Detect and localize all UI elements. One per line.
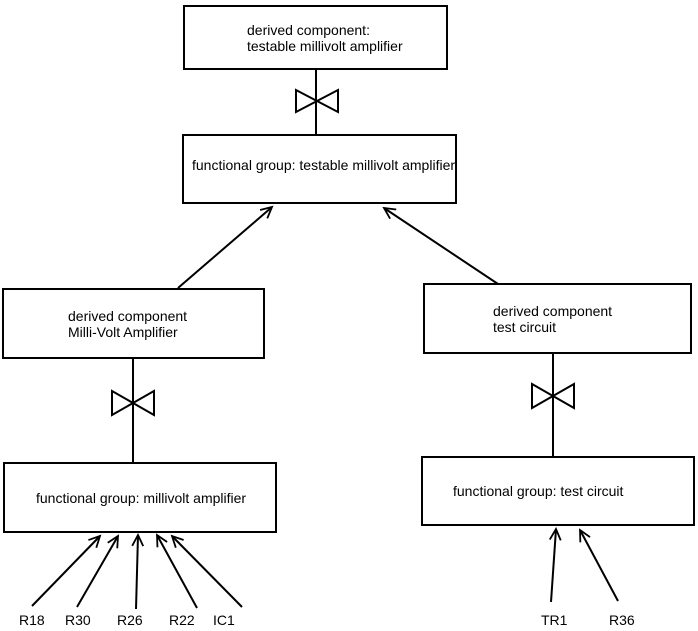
arrow-left-derived-to-top-functional [177,205,274,289]
node-derived-testable-millivolt-amplifier: derived component: testable millivolt am… [183,5,448,70]
arrow-right-derived-to-top-functional [382,206,499,285]
arrow-r36-to-right-functional [579,528,619,602]
node-label-line: functional group: test circuit [453,483,624,499]
arrow-r22-to-left-functional [156,533,198,609]
leaf-label-r18: R18 [19,612,45,628]
arrow-r26-to-left-functional [131,532,145,610]
leaf-label-r22: R22 [169,612,195,628]
node-label-line: derived component: [247,21,370,38]
node-label-line: derived component [493,302,613,319]
node-derived-test-circuit: derived component test circuit [423,283,692,354]
decomposition-bowtie-icon [111,389,136,417]
node-label-line: Milli-Volt Amplifier [68,323,178,340]
node-derived-millivolt-amplifier: derived component Milli-Volt Amplifier [2,288,265,359]
decomposition-bowtie-icon [531,382,556,410]
leaf-label-r26: R26 [117,612,143,628]
node-functional-group-testable-millivolt-amplifier: functional group: testable millivolt amp… [182,134,457,204]
node-label-line: testable millivolt amplifier [247,37,403,54]
node-label-line: functional group: millivolt amplifier [36,489,247,506]
decomposition-bowtie-icon [130,389,155,417]
node-functional-group-millivolt-amplifier: functional group: millivolt amplifier [3,462,277,533]
node-functional-group-test-circuit: functional group: test circuit [421,456,695,526]
arrow-ic1-to-left-functional [170,534,243,608]
leaf-label-r30: R30 [65,612,91,628]
decomposition-bowtie-icon [550,382,575,410]
node-label-line: test circuit [493,318,557,335]
decomposition-bowtie-icon [295,88,320,114]
leaf-label-r36: R36 [609,612,635,628]
leaf-label-ic1: IC1 [213,612,235,628]
decomposition-bowtie-icon [314,88,339,114]
leaf-label-tr1: TR1 [541,612,568,628]
arrow-tr1-to-right-functional [548,526,562,603]
arrow-r30-to-left-functional [76,534,120,608]
arrow-r18-to-left-functional [31,534,102,607]
node-label-line: functional group: testable millivolt amp… [192,156,456,173]
node-label-line: derived component [68,307,188,324]
